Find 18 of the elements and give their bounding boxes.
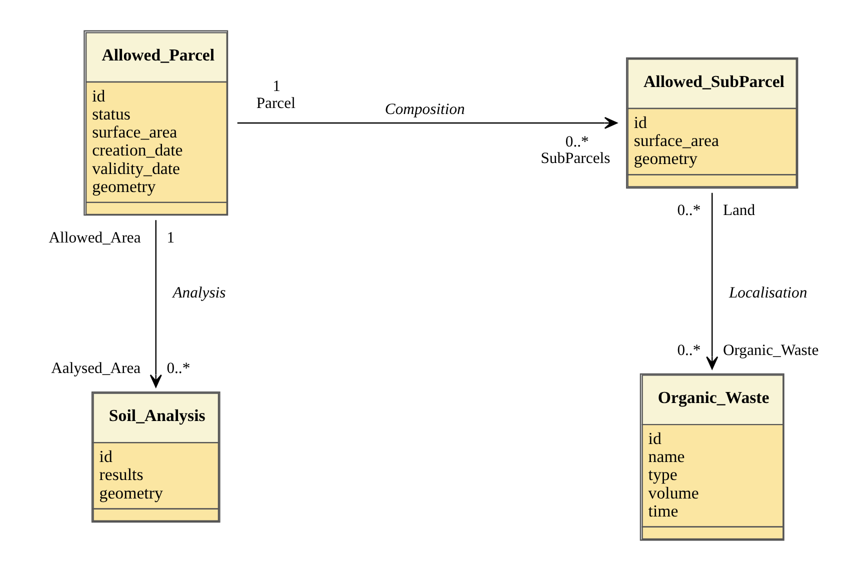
label: 0..* [564,133,588,150]
edge-label: Composition [384,100,464,118]
label: Land [722,202,755,220]
edge-label: Analysis [172,284,226,302]
label: 0..* [676,342,700,359]
arrow [149,220,162,388]
label: Aalysed_Area [50,360,140,378]
label: 0..* [676,202,700,220]
arrow [236,116,617,129]
label: Organic_Waste [722,342,818,359]
label: Allowed_Area [48,229,140,246]
label: 1 [166,229,174,246]
label: SubParcels [540,150,610,168]
label: 0..* [166,360,190,378]
edge-label: Localisation [728,284,807,302]
label: 1 [272,78,280,96]
label: Parcel [256,94,295,112]
arrow [706,192,718,370]
